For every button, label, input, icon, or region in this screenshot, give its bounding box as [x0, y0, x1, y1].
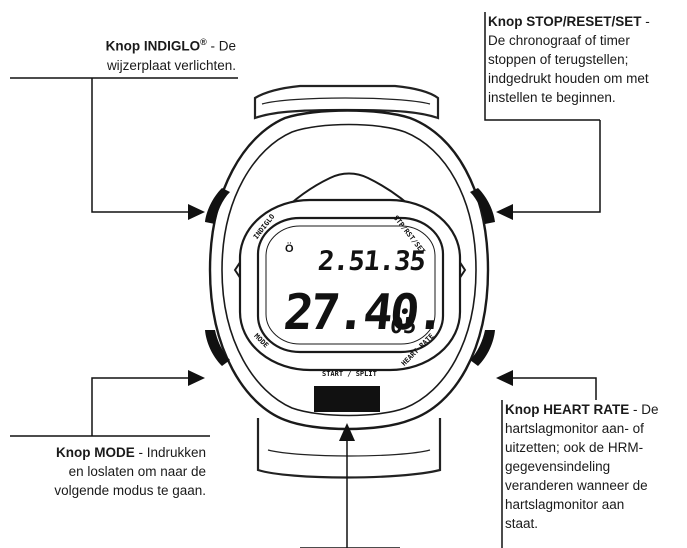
callout-indiglo-title: Knop INDIGLO [105, 38, 201, 54]
callout-mode-line-2: en loslaten om naar de [68, 464, 206, 479]
callout-stop-line-1: - [641, 14, 650, 29]
callout-stop-reset-set-title: Knop STOP/RESET/SET [488, 14, 642, 29]
callout-hr-line-6: hartslagmonitor aan [505, 497, 625, 512]
button-stop-reset-set [470, 188, 495, 224]
callout-stop-line-4: indgedrukt houden om met [488, 71, 649, 86]
callout-hr-line-2: hartslagmonitor aan- of [505, 421, 644, 436]
callout-mode-title: Knop MODE [55, 445, 135, 460]
strap-bottom [256, 418, 442, 479]
pointer-lines [10, 12, 601, 548]
button-indiglo [205, 188, 230, 224]
callout-hr-line-3: uitzetten; ook de HRM- [505, 440, 644, 455]
callout-mode-line-3: volgende modus te gaan. [54, 483, 206, 498]
registered-mark: ® [200, 37, 207, 47]
button-heart-rate [470, 330, 495, 366]
display-window [256, 216, 445, 354]
callout-mode-line-1: - Indrukken [134, 445, 206, 460]
callout-hr-line-7: staat. [505, 516, 539, 531]
callout-indiglo-line-2: wijzerplaat verlichten. [106, 57, 236, 73]
arrowheads [188, 204, 513, 441]
callout-indiglo: Knop INDIGLO® - De wijzerplaat verlichte… [40, 33, 236, 75]
strap-top [253, 84, 440, 120]
callout-indiglo-line-1: - De [206, 38, 236, 54]
callout-heart-rate-title: Knop HEART RATE [505, 402, 630, 417]
button-start-split [314, 386, 380, 412]
callout-stop-line-5: instellen te beginnen. [488, 90, 616, 105]
callout-stop-reset-set: Knop STOP/RESET/SET - De chronograaf of … [488, 12, 684, 107]
callout-hr-line-1: - De [629, 402, 659, 417]
callout-hr-line-4: gegevensindeling [505, 459, 611, 474]
callout-heart-rate: Knop HEART RATE - De hartslagmonitor aan… [505, 400, 685, 533]
callout-stop-line-2: De chronograaf of timer [488, 33, 630, 48]
callout-mode: Knop MODE - Indrukken en loslaten om naa… [10, 443, 206, 500]
button-mode [205, 330, 230, 366]
callout-stop-line-3: stoppen of terugstellen; [488, 52, 629, 67]
callout-hr-line-5: veranderen wanneer de [505, 478, 648, 493]
